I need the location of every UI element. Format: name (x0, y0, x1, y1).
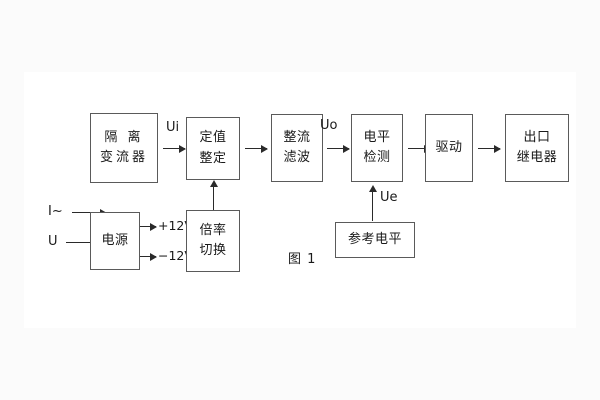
figure-caption: 图 1 (288, 252, 317, 267)
block-isolation[interactable]: 隔 离 变流器 (90, 113, 158, 183)
block-output-relay[interactable]: 出口 继电器 (505, 114, 569, 182)
block-output-relay-line-1: 出口 (523, 129, 551, 145)
arrow-multiplier-switch-to-setting (209, 180, 218, 210)
arrow-rectify-filter-to-level-detect (327, 144, 350, 153)
supply-negative-label: −12V (158, 248, 193, 263)
arrow-isolation-to-setting (163, 144, 186, 153)
supply-positive-label: +12V (158, 218, 193, 233)
current-input-label: I~ (48, 204, 63, 219)
block-isolation-line-1: 隔 离 (104, 129, 144, 145)
block-level-detect-line-1: 电平 (363, 129, 391, 145)
arrow-power-supply-positive (140, 222, 157, 231)
block-level-detect[interactable]: 电平 检测 (351, 114, 403, 182)
block-power-supply-line-1: 电源 (101, 232, 129, 248)
arrow-setting-to-rectify-filter (245, 144, 268, 153)
block-multiplier-switch-line-1: 倍率 (199, 222, 227, 238)
block-reference-level-line-1: 参考电平 (347, 231, 402, 247)
uo-label: Uo (320, 118, 338, 133)
block-reference-level[interactable]: 参考电平 (335, 222, 415, 258)
block-setting[interactable]: 定值 整定 (186, 117, 240, 180)
diagram-sheet: I~ 隔 离 变流器 Ui 定值 整定 整流 滤波 Uo 电平 检测 (24, 72, 576, 328)
block-rectify-filter-line-1: 整流 (283, 129, 311, 145)
block-rectify-filter[interactable]: 整流 滤波 (271, 114, 323, 182)
arrow-drive-to-output-relay (478, 144, 501, 153)
block-power-supply[interactable]: 电源 (90, 212, 140, 270)
voltage-input-label: U (48, 234, 58, 249)
block-setting-line-1: 定值 (199, 130, 227, 146)
arrow-power-supply-negative (140, 252, 157, 261)
block-multiplier-switch-line-2: 切换 (199, 243, 227, 258)
block-setting-line-2: 整定 (199, 150, 227, 166)
block-multiplier-switch[interactable]: 倍率 切换 (186, 210, 240, 272)
block-drive-line-1: 驱动 (435, 139, 463, 155)
block-output-relay-line-2: 继电器 (516, 150, 558, 165)
arrow-reference-level-to-level-detect (368, 185, 377, 221)
ui-label: Ui (166, 120, 180, 135)
block-isolation-line-2: 变流器 (99, 150, 148, 165)
block-drive[interactable]: 驱动 (425, 114, 473, 182)
block-level-detect-line-2: 检测 (363, 150, 391, 165)
block-rectify-filter-line-2: 滤波 (283, 150, 311, 165)
ue-label: Ue (380, 190, 398, 205)
